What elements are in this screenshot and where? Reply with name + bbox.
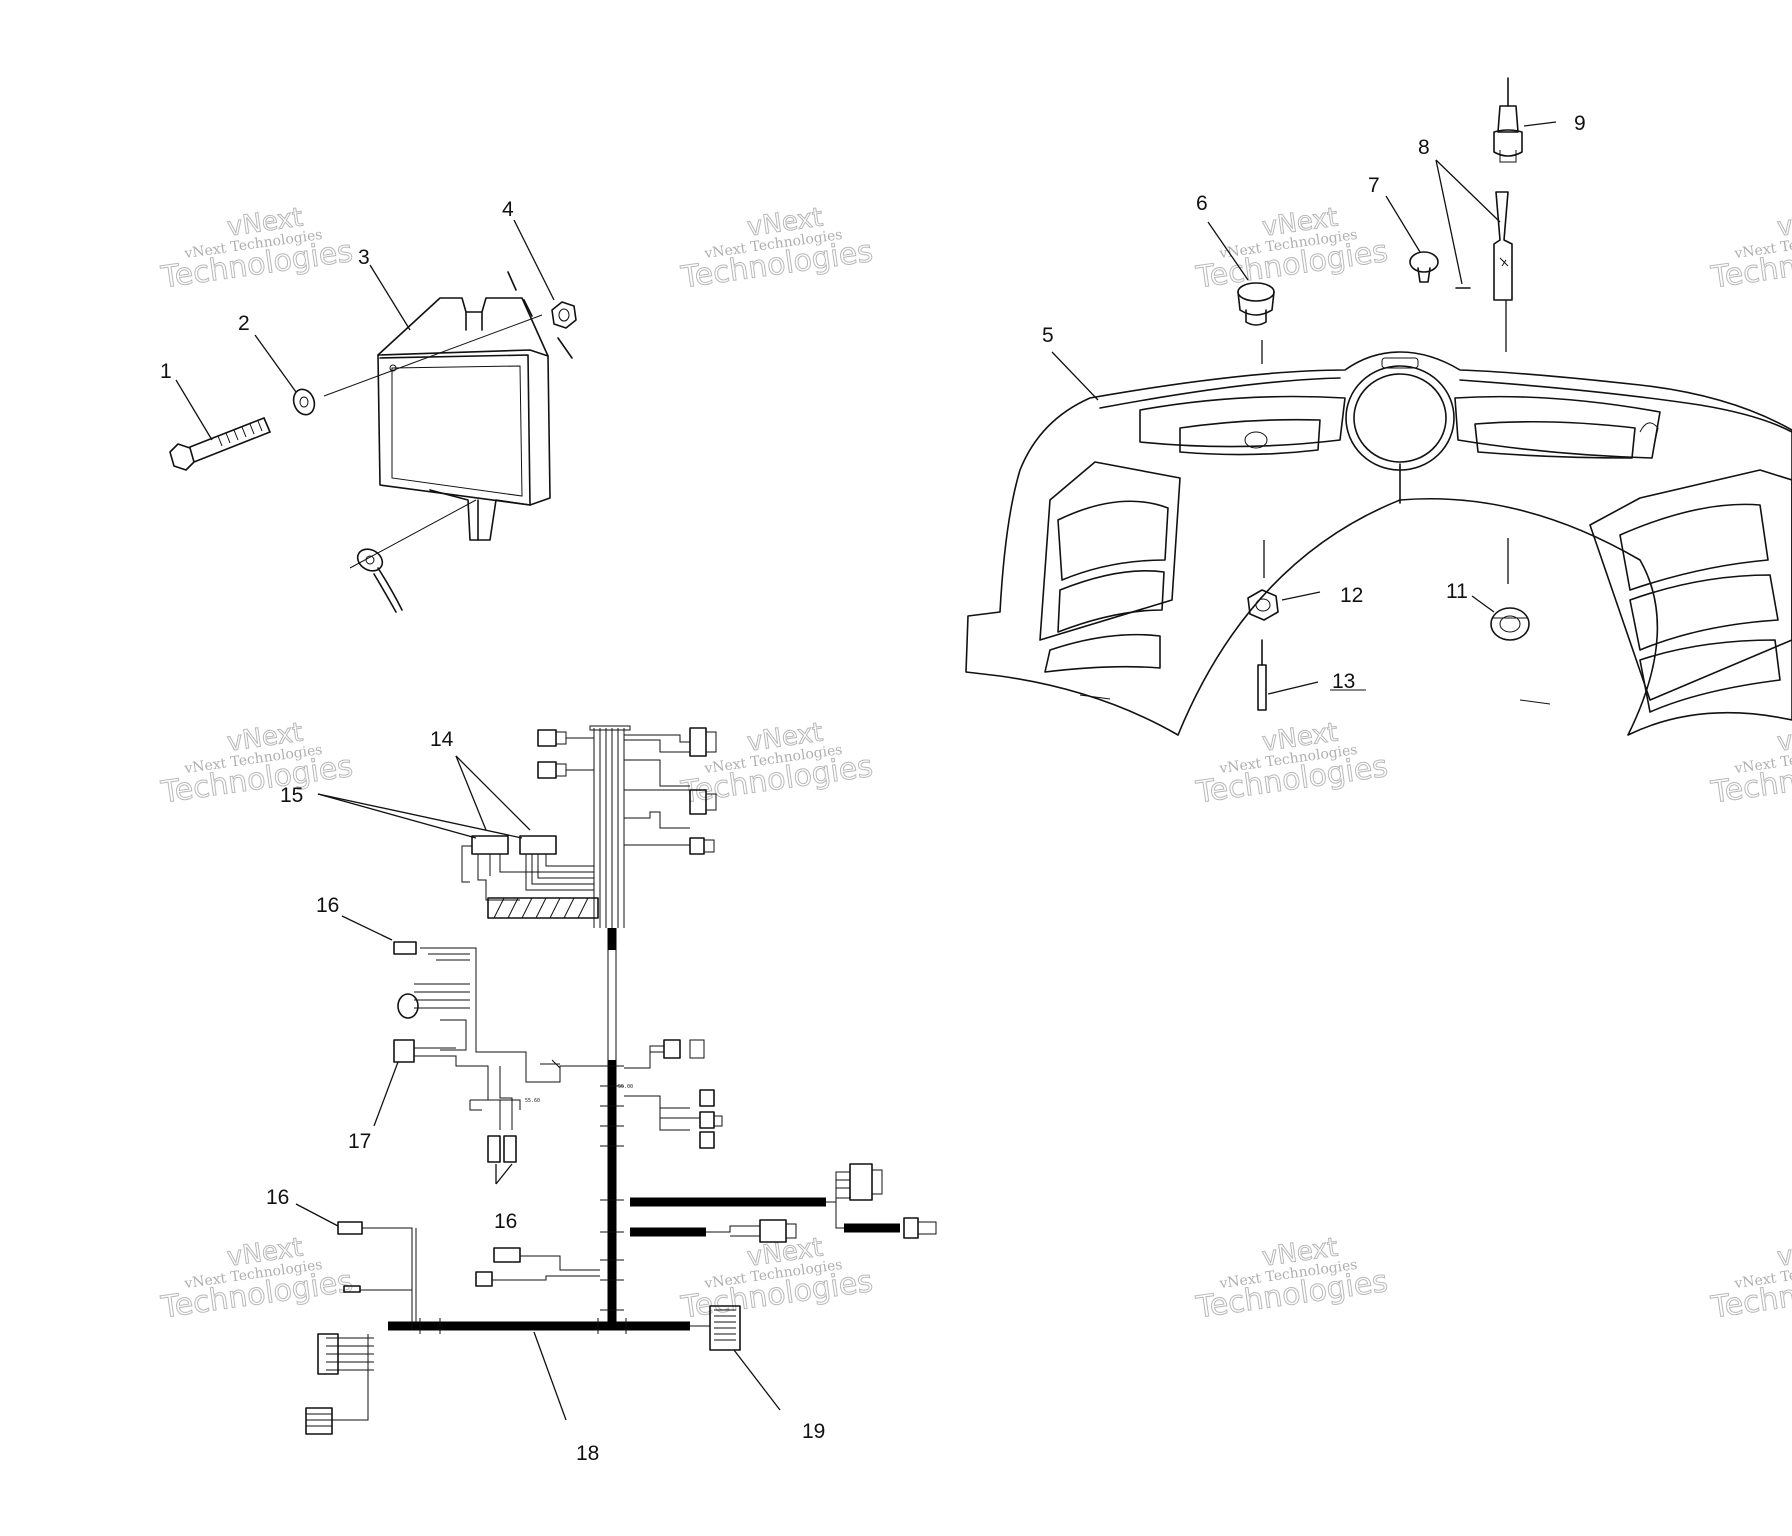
callout-18: 18 — [576, 1442, 599, 1465]
callout-15: 15 — [280, 784, 303, 807]
splice-label-a: 55.60 — [525, 1098, 540, 1104]
callout-16c: 16 — [266, 1186, 289, 1209]
callout-4: 4 — [502, 198, 514, 221]
module-assembly — [169, 219, 577, 613]
center-gauge — [1345, 365, 1455, 471]
callout-3: 3 — [358, 246, 370, 269]
lamp-socket — [1237, 282, 1275, 364]
bulb-holder — [1493, 77, 1523, 163]
wiring-harness: 55.60 55.00 — [295, 725, 937, 1435]
callout-7: 7 — [1368, 174, 1380, 197]
flange-nut — [1490, 538, 1530, 641]
dash-pod — [965, 351, 1792, 736]
callout-9: 9 — [1574, 112, 1586, 135]
splice-label-b: 55.00 — [618, 1084, 633, 1090]
callout-13: 13 — [1332, 670, 1355, 693]
toggle-switch — [1455, 191, 1513, 352]
callout-8: 8 — [1418, 136, 1430, 159]
hex-nut — [1247, 540, 1279, 621]
bolt — [169, 417, 271, 471]
upper-bundle — [461, 725, 717, 928]
callout-19: 19 — [802, 1420, 825, 1443]
nut — [507, 271, 577, 359]
push-rivet — [1409, 251, 1439, 283]
callout-layer: 1 2 3 4 5 6 7 8 9 11 12 13 14 15 16 16 1… — [160, 112, 1586, 1465]
callout-11: 11 — [1446, 580, 1468, 603]
pin — [1257, 639, 1267, 711]
watermark-text-large: vNext — [1775, 1233, 1792, 1273]
dash-pod-assembly — [965, 77, 1792, 736]
callout-6: 6 — [1196, 192, 1208, 215]
callout-5: 5 — [1042, 324, 1054, 347]
watermark-text-large: vNext — [1775, 203, 1792, 243]
watermark-text-large: vNext — [1775, 718, 1792, 758]
callout-14: 14 — [430, 728, 454, 751]
callout-2: 2 — [238, 312, 250, 335]
washer — [292, 388, 316, 416]
callout-17: 17 — [348, 1130, 371, 1153]
callout-1: 1 — [160, 360, 172, 383]
callout-16a: 16 — [316, 894, 339, 917]
callout-16b: 16 — [494, 1210, 517, 1233]
callout-12: 12 — [1340, 584, 1363, 607]
ring-terminal — [349, 499, 477, 613]
module-box — [377, 297, 551, 541]
